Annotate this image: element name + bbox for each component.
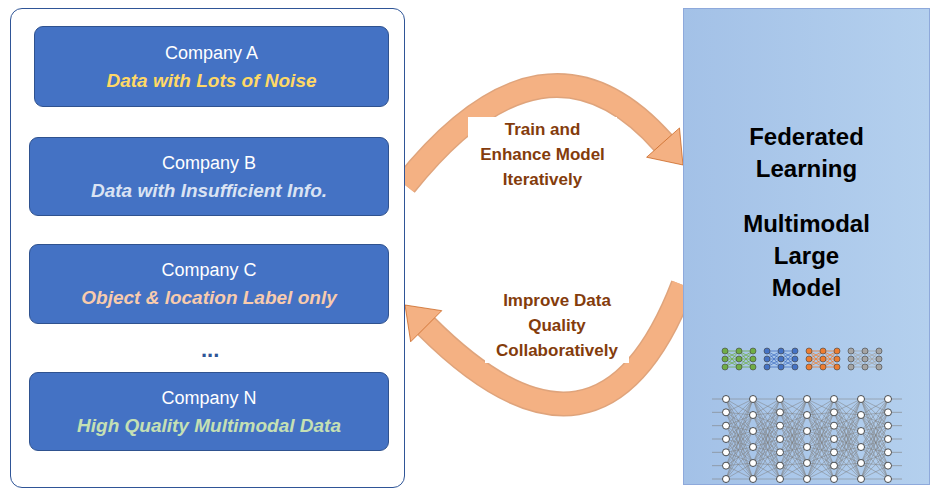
arrow-head <box>647 128 683 165</box>
company-name: Company C <box>161 259 256 281</box>
arrow-outline <box>426 285 683 404</box>
company-box: Company C Object & location Label only <box>29 244 389 324</box>
data-description: Object & location Label only <box>81 286 336 309</box>
company-box: Company A Data with Lots of Noise <box>34 26 389 107</box>
company-name: Company A <box>165 42 258 64</box>
edge-label: Improve Data Quality Collaboratively <box>485 288 629 363</box>
data-description: Data with Lots of Noise <box>106 69 316 92</box>
curved-arrow <box>405 285 683 404</box>
edge-label: Train and Enhance Model Iteratively <box>468 117 617 192</box>
company-box: Company N High Quality Multimodal Data <box>29 372 389 451</box>
company-name: Company B <box>162 152 256 174</box>
ellipsis-text: ... <box>201 339 219 361</box>
data-description: Data with Insufficient Info. <box>91 179 327 202</box>
company-box: Company B Data with Insufficient Info. <box>29 137 389 216</box>
arrow-body <box>426 285 683 404</box>
company-name: Company N <box>161 387 256 409</box>
panel-subtitle: Multimodal Large Model <box>740 208 874 304</box>
arrow-head <box>405 305 442 342</box>
panel-title: Federated Learning <box>740 121 874 185</box>
data-description: High Quality Multimodal Data <box>77 414 341 437</box>
model-panel: Federated LearningMultimodal Large Model <box>683 8 930 485</box>
container-box: ...Company AData with Lots of NoiseCompa… <box>10 8 405 488</box>
